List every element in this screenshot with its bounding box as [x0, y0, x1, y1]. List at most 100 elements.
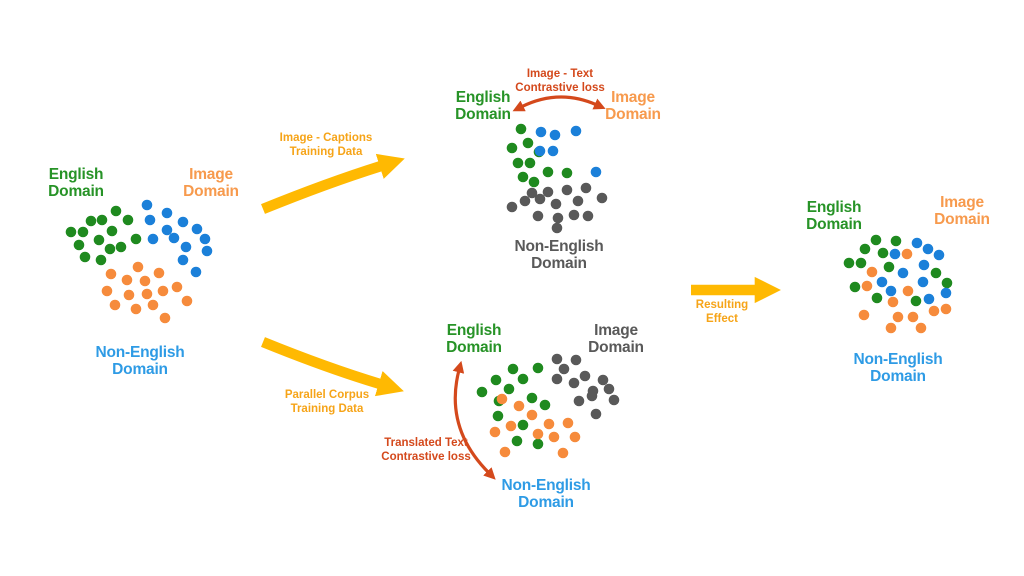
- initial-cluster-dot: [141, 288, 153, 300]
- captions-non-english-domain-label: Non-English Domain: [514, 238, 604, 273]
- result-cluster-dot: [923, 293, 935, 305]
- resulting-effect-label: Resulting Effect: [695, 299, 749, 326]
- result-cluster-dot: [933, 249, 945, 261]
- after-image-captions-cluster-dot: [582, 210, 594, 222]
- result-cluster-dot: [941, 277, 953, 289]
- after-image-captions-cluster-dot: [512, 157, 524, 169]
- after-image-captions-cluster-dot: [528, 176, 540, 188]
- translated-text-contrastive-arrow: [452, 360, 496, 480]
- initial-cluster-dot: [93, 234, 105, 246]
- result-cluster-dot: [901, 248, 913, 260]
- result-english-domain-label: English Domain: [806, 199, 862, 234]
- image-captions-training-data-label: Image - Captions Training Data: [279, 132, 373, 159]
- result-cluster-dot: [885, 322, 897, 334]
- result-cluster-dot: [877, 247, 889, 259]
- initial-cluster-dot: [161, 207, 173, 219]
- after-parallel-corpus-cluster-dot: [543, 418, 555, 430]
- after-parallel-corpus-cluster-dot: [505, 420, 517, 432]
- after-parallel-corpus-cluster-dot: [517, 419, 529, 431]
- domain-dot-clusters: [65, 123, 953, 459]
- initial-cluster-dot: [77, 226, 89, 238]
- initial-english-domain-label: English Domain: [48, 166, 104, 201]
- initial-image-domain-label: Image Domain: [183, 166, 239, 201]
- after-image-captions-cluster-dot: [549, 129, 561, 141]
- after-image-captions-cluster-dot: [547, 145, 559, 157]
- after-parallel-corpus-cluster-dot: [548, 431, 560, 443]
- after-image-captions-cluster-dot: [515, 123, 527, 135]
- result-image-domain-label: Image Domain: [934, 194, 990, 229]
- result-cluster-dot: [855, 257, 867, 269]
- parallel-english-domain-label: English Domain: [446, 322, 502, 357]
- result-cluster-dot: [897, 267, 909, 279]
- initial-cluster-dot: [180, 241, 192, 253]
- result-cluster-dot: [910, 295, 922, 307]
- result-cluster-dot: [849, 281, 861, 293]
- after-parallel-corpus-cluster-dot: [511, 435, 523, 447]
- result-cluster-dot: [871, 292, 883, 304]
- after-image-captions-cluster-dot: [506, 201, 518, 213]
- after-parallel-corpus-cluster-dot: [590, 408, 602, 420]
- after-parallel-corpus-cluster-dot: [517, 373, 529, 385]
- result-cluster-dot: [940, 303, 952, 315]
- after-parallel-corpus-cluster-dot: [532, 362, 544, 374]
- after-parallel-corpus-cluster-dot: [557, 447, 569, 459]
- initial-cluster-dot: [147, 233, 159, 245]
- parallel-corpus-training-data-label: Parallel Corpus Training Data: [284, 389, 370, 416]
- initial-cluster-dot: [161, 224, 173, 236]
- result-cluster-dot: [911, 237, 923, 249]
- after-image-captions-cluster-dot: [561, 184, 573, 196]
- initial-cluster-dot: [106, 225, 118, 237]
- initial-cluster-dot: [122, 214, 134, 226]
- after-image-captions-cluster-dot: [526, 187, 538, 199]
- after-parallel-corpus-cluster-dot: [586, 390, 598, 402]
- after-image-captions-cluster-dot: [590, 166, 602, 178]
- after-parallel-corpus-cluster-dot: [551, 353, 563, 365]
- result-cluster-dot: [928, 305, 940, 317]
- result-cluster-dot: [930, 267, 942, 279]
- after-image-captions-cluster-dot: [522, 137, 534, 149]
- result-cluster-dot: [892, 311, 904, 323]
- result-cluster-dot: [861, 280, 873, 292]
- after-parallel-corpus-cluster-dot: [551, 373, 563, 385]
- result-cluster-dot: [922, 243, 934, 255]
- result-cluster-dot: [887, 296, 899, 308]
- translated-text-contrastive-loss-label: Translated Text Contrastive loss: [381, 437, 471, 464]
- after-parallel-corpus-cluster-dot: [532, 438, 544, 450]
- after-parallel-corpus-cluster-dot: [608, 394, 620, 406]
- initial-cluster-dot: [115, 241, 127, 253]
- after-image-captions-cluster-dot: [551, 222, 563, 234]
- after-image-captions-cluster-dot: [580, 182, 592, 194]
- result-cluster-dot: [876, 276, 888, 288]
- initial-cluster-dot: [110, 205, 122, 217]
- result-cluster-dot: [918, 259, 930, 271]
- after-image-captions-cluster-dot: [519, 195, 531, 207]
- after-image-captions-cluster-dot: [552, 212, 564, 224]
- initial-cluster-dot: [96, 214, 108, 226]
- after-parallel-corpus-cluster-dot: [569, 431, 581, 443]
- initial-cluster-dot: [201, 245, 213, 257]
- result-cluster-dot: [858, 309, 870, 321]
- initial-cluster-dot: [109, 299, 121, 311]
- initial-cluster-dot: [121, 274, 133, 286]
- after-parallel-corpus-cluster-dot: [539, 399, 551, 411]
- after-parallel-corpus-cluster-dot: [499, 446, 511, 458]
- after-parallel-corpus-cluster-dot: [476, 386, 488, 398]
- initial-cluster-dot: [159, 312, 171, 324]
- after-image-captions-cluster-dot: [568, 209, 580, 221]
- after-parallel-corpus-cluster-dot: [570, 354, 582, 366]
- after-parallel-corpus-cluster-dot: [496, 393, 508, 405]
- result-cluster-dot: [902, 285, 914, 297]
- initial-cluster-dot: [190, 266, 202, 278]
- initial-cluster-dot: [73, 239, 85, 251]
- result-non-english-domain-label: Non-English Domain: [853, 351, 943, 386]
- after-parallel-corpus-cluster-dot: [568, 377, 580, 389]
- after-parallel-corpus-cluster-dot: [513, 400, 525, 412]
- initial-cluster-dot: [181, 295, 193, 307]
- initial-cluster-dot: [168, 232, 180, 244]
- initial-cluster-dot: [95, 254, 107, 266]
- after-image-captions-cluster-dot: [570, 125, 582, 137]
- after-parallel-corpus-cluster-dot: [490, 374, 502, 386]
- result-cluster-dot: [870, 234, 882, 246]
- after-parallel-corpus-cluster-dot: [492, 410, 504, 422]
